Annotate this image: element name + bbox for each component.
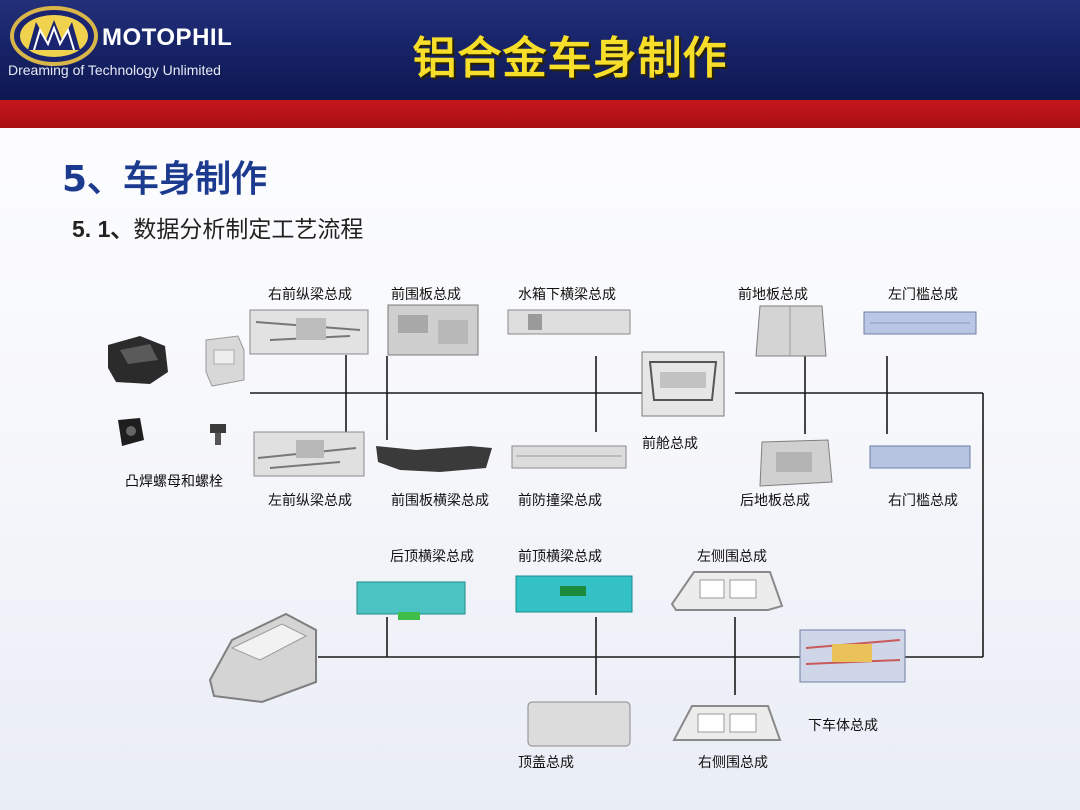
flow-connector-lines <box>250 355 984 695</box>
label-front-wall-crossmember: 前围板横梁总成 <box>391 493 489 509</box>
weld-bolt-part <box>210 424 226 445</box>
label-underbody: 下车体总成 <box>808 718 878 734</box>
lh-front-rail-part <box>253 431 365 477</box>
rh-sill-part <box>869 445 971 469</box>
rh-side-panel-part <box>672 705 782 741</box>
front-bumper-beam-part <box>511 445 627 469</box>
label-front-compartment: 前舱总成 <box>642 436 698 452</box>
label-rear-roof-bow: 后顶横梁总成 <box>390 549 474 565</box>
label-front-wall: 前围板总成 <box>391 287 461 303</box>
page-title: 铝合金车身制作 <box>412 33 728 84</box>
front-roof-bow-part <box>515 575 633 613</box>
label-front-bumper-beam: 前防撞梁总成 <box>518 493 602 509</box>
front-floor-part <box>755 305 827 357</box>
bracket-part <box>205 335 245 387</box>
label-lh-front-rail: 左前纵梁总成 <box>268 493 352 509</box>
brand-name: MOTOPHIL <box>102 24 233 51</box>
radiator-lower-beam-part <box>507 309 631 335</box>
welded-bracket-part <box>108 336 168 384</box>
subsection-text: 数据分析制定工艺流程 <box>133 217 364 243</box>
label-lh-side-panel: 左侧围总成 <box>697 549 767 565</box>
subsection-number: 5. 1、 <box>72 216 134 242</box>
rear-roof-bow-part <box>356 581 466 620</box>
motophil-logo-emblem <box>10 6 98 66</box>
front-wall-crossmember-part <box>376 446 492 472</box>
subsection-title: 5. 1、数据分析制定工艺流程 <box>72 210 363 244</box>
body-in-white-part <box>208 612 317 704</box>
label-fastener: 凸焊螺母和螺栓 <box>125 474 223 490</box>
roof-panel-part <box>527 701 631 747</box>
rear-floor-part <box>759 439 833 487</box>
underbody-part <box>799 629 906 683</box>
label-rear-floor: 后地板总成 <box>740 493 810 509</box>
section-title: 5、车身制作 <box>62 159 268 200</box>
rh-front-rail-part <box>249 309 369 355</box>
label-front-roof-bow: 前顶横梁总成 <box>518 549 602 565</box>
label-rh-side-panel: 右侧围总成 <box>698 755 768 771</box>
front-compartment-part <box>641 351 725 417</box>
label-rh-sill: 右门槛总成 <box>888 493 958 509</box>
label-front-floor: 前地板总成 <box>738 287 808 303</box>
label-radiator-lower-beam: 水箱下横梁总成 <box>518 287 616 303</box>
header-accent-band <box>0 100 1080 128</box>
label-lh-sill: 左门槛总成 <box>888 287 958 303</box>
label-rh-front-rail: 右前纵梁总成 <box>268 287 352 303</box>
lh-side-panel-part <box>670 571 784 611</box>
label-roof-panel: 顶盖总成 <box>518 755 574 771</box>
lh-sill-part <box>863 311 977 335</box>
front-wall-part <box>387 304 479 356</box>
header-bar: MOTOPHIL Dreaming of Technology Unlimite… <box>0 0 1080 100</box>
tagline: Dreaming of Technology Unlimited <box>8 62 221 78</box>
weld-nut-part <box>118 418 144 446</box>
